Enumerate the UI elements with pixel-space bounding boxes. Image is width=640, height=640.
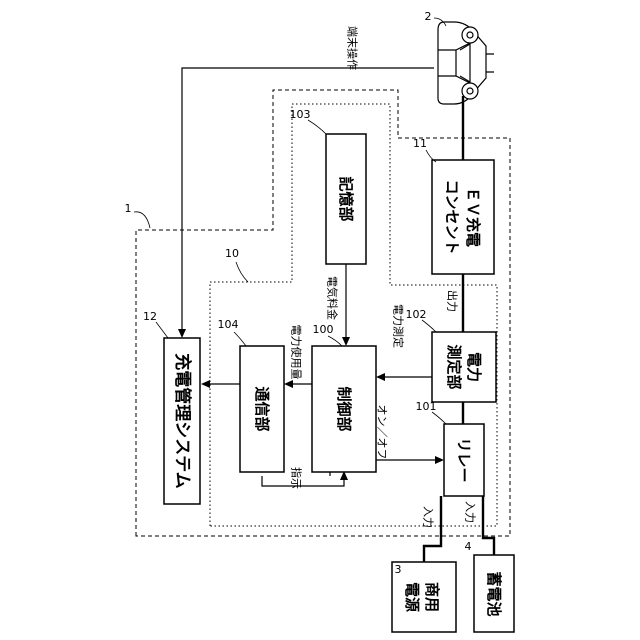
ev-outlet-label-line2: コンセント [443,179,461,254]
ref-car: 2 [425,10,432,23]
ref-storage: 103 [290,108,311,121]
power-measurement-label-line1: 電力 [465,352,483,382]
battery-block: 蓄電池 [474,555,514,632]
terminal-operation-label: 端末操作 [346,26,360,70]
ref-power-meter: 102 [406,308,427,321]
commercial-power-label-line1: 商用 [423,582,441,612]
electric-car-icon [438,22,494,104]
ev-outlet-block: ＥＶ充電 コンセント [432,160,494,274]
ref-relay: 101 [416,400,437,413]
battery-label: 蓄電池 [485,571,503,616]
ref-battery: 4 [465,540,472,553]
ref-commercial-power: 3 [395,563,402,576]
charging-management-system-label: 充電管理システム [172,353,193,489]
ref-charging-system: 12 [143,310,157,323]
ev-outlet-label-line1: ＥＶ充電 [464,187,482,247]
relay-block: リレー [444,424,484,496]
ref-control: 100 [313,323,334,336]
input-label-top: 入力 [422,506,435,528]
ref-device: 1 [125,202,132,215]
connection-lines [178,68,444,486]
power-measurement-line-label: 電力測定 [392,304,406,348]
storage-unit-label: 記憶部 [337,176,355,221]
relay-label: リレー [455,437,473,482]
instruction-label: 指示 [290,467,304,489]
power-measurement-block: 電力 測定部 [432,332,496,402]
commercial-power-label-line2: 電源 [403,582,421,612]
power-usage-label: 電力使用量 [290,325,303,380]
electricity-charge-label: 電気料金 [326,276,340,320]
ref-controller: 10 [225,247,239,260]
power-measurement-label-line2: 測定部 [445,344,463,389]
charging-management-system-block: 充電管理システム [164,338,200,504]
control-unit-label: 制御部 [335,386,353,431]
ref-outlet: 11 [413,137,427,150]
ref-communication: 104 [218,318,239,331]
on-off-label: オン／オフ [376,405,389,460]
communication-unit-block: 通信部 [240,346,284,472]
storage-unit-block: 記憶部 [326,134,366,264]
control-unit-block: 制御部 [312,346,376,472]
communication-unit-label: 通信部 [253,386,271,431]
input-label-bottom: 入力 [464,501,477,523]
commercial-power-block: 商用 電源 [392,562,456,632]
output-label: 出力 [446,290,460,312]
